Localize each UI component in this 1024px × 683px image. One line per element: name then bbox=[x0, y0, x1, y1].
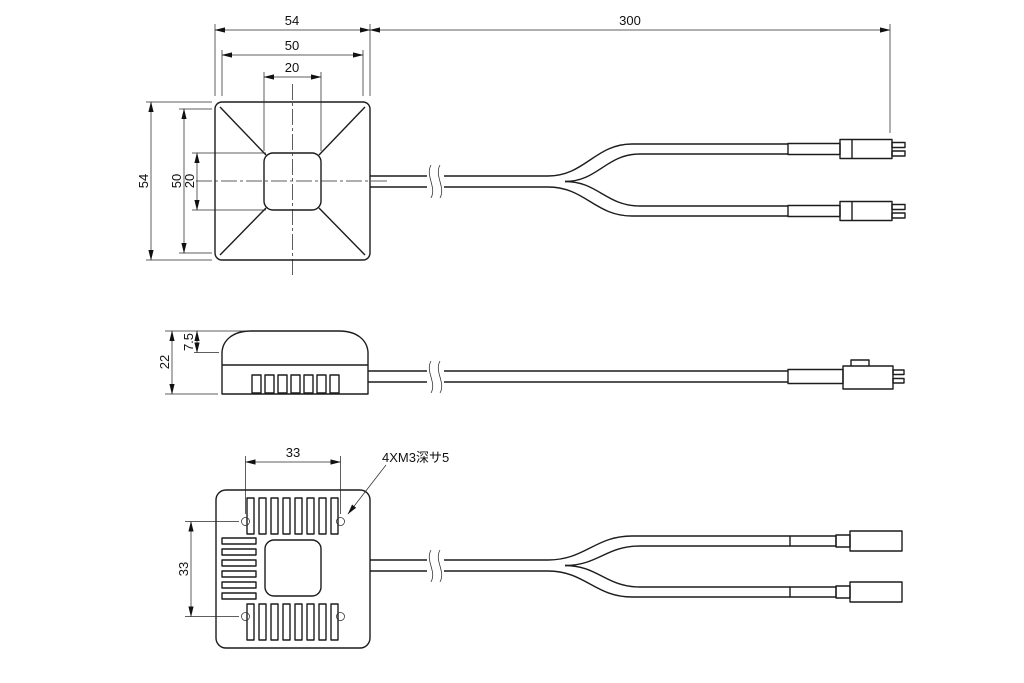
cable-break-icon bbox=[428, 549, 434, 583]
side-view: 22 7.5 bbox=[157, 330, 905, 395]
bottom-view-dimensions: 33 33 4XM3深サ5 bbox=[176, 445, 449, 617]
top-view-connector-lower bbox=[787, 200, 906, 222]
mounting-hole bbox=[336, 612, 345, 621]
tap-note-label: 4XM3深サ5 bbox=[382, 450, 449, 465]
side-view-cable bbox=[368, 360, 788, 394]
bottom-view-connector-upper bbox=[789, 530, 903, 552]
dim-mid-width-label: 50 bbox=[285, 38, 299, 53]
bottom-view-connector-lower bbox=[789, 581, 903, 603]
leader-line bbox=[347, 464, 387, 515]
cable-break-icon bbox=[437, 549, 443, 583]
mounting-hole bbox=[336, 517, 345, 526]
bottom-view: 33 33 4XM3深サ5 bbox=[176, 445, 903, 649]
dim-cable-length-label: 300 bbox=[619, 13, 641, 28]
bottom-view-outline bbox=[215, 489, 371, 649]
dim-hole-pitch-horizontal-label: 33 bbox=[286, 445, 300, 460]
bottom-view-cable bbox=[370, 535, 790, 598]
mounting-hole bbox=[241, 612, 250, 621]
top-view: 54 300 50 20 54 50 20 bbox=[136, 13, 906, 278]
side-view-dimensions: 22 7.5 bbox=[157, 330, 250, 395]
dim-inner-width-label: 20 bbox=[285, 60, 299, 75]
dim-hole-pitch-vertical-label: 33 bbox=[176, 562, 191, 576]
dim-left-height-label: 54 bbox=[136, 174, 151, 188]
top-view-dimensions: 54 300 50 20 54 50 20 bbox=[136, 13, 891, 261]
dim-mid-height-label: 50 bbox=[169, 174, 184, 188]
top-view-cable bbox=[370, 143, 788, 217]
dim-total-height-label: 22 bbox=[157, 355, 172, 369]
dim-top-width-label: 54 bbox=[285, 13, 299, 28]
dim-inner-height-label: 20 bbox=[182, 174, 197, 188]
cable-break-icon bbox=[437, 360, 443, 394]
cable-break-icon bbox=[428, 164, 434, 199]
side-view-connector bbox=[787, 359, 905, 390]
top-view-connector-upper bbox=[787, 138, 906, 160]
top-view-centerlines bbox=[196, 84, 389, 278]
cable-break-icon bbox=[428, 360, 434, 394]
mounting-hole bbox=[241, 517, 250, 526]
side-view-outline bbox=[221, 330, 369, 395]
dim-dome-height-label: 7.5 bbox=[181, 333, 196, 351]
cable-break-icon bbox=[437, 164, 443, 199]
